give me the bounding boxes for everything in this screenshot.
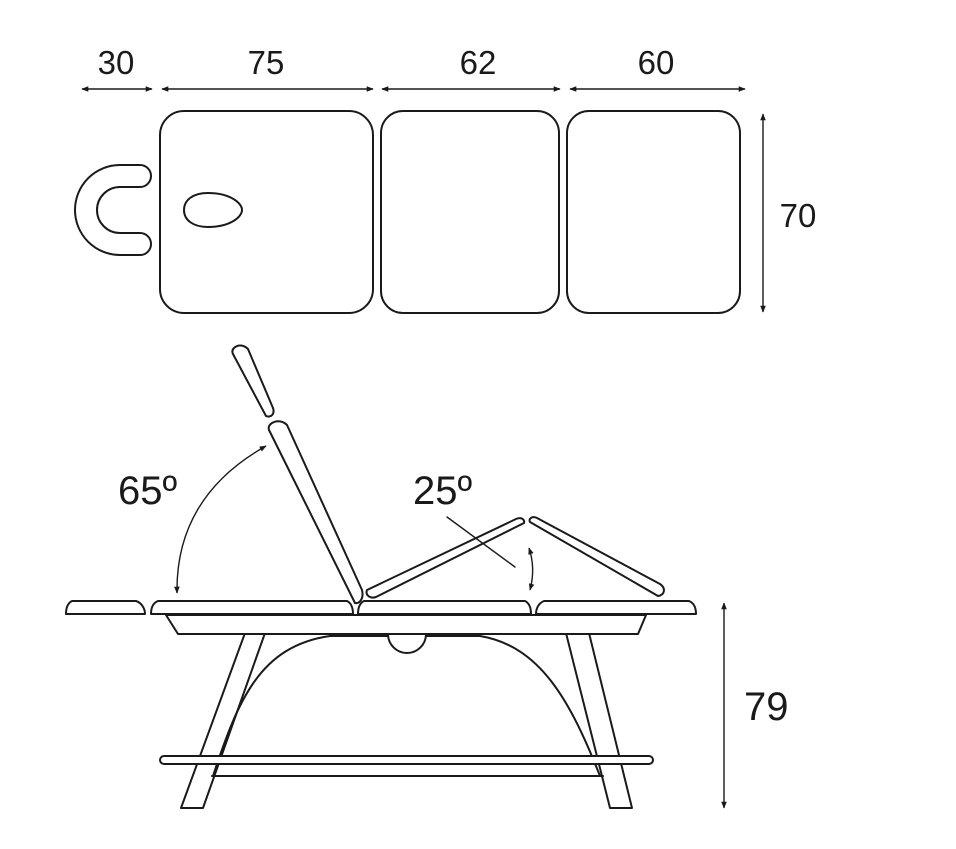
table-section-3-top — [566, 110, 741, 314]
backrest-head-cushion — [231, 344, 275, 418]
table-section-1-top — [159, 110, 374, 314]
dim-label-section-1: 75 — [248, 44, 285, 81]
under-frame — [165, 614, 647, 635]
dim-label-height: 79 — [744, 685, 789, 729]
angle-label-backrest: 65º — [118, 469, 177, 513]
dim-label-section-2: 62 — [460, 44, 497, 81]
headrest-side-view — [65, 600, 146, 615]
face-hole-icon — [183, 192, 243, 228]
backrest-raised — [267, 420, 364, 605]
backrest-angle-arc — [174, 445, 267, 594]
seat-section-3-side — [535, 600, 697, 615]
side-view: 65º 25º 79 — [65, 344, 789, 809]
headrest-top-view — [74, 164, 152, 256]
top-view: 30 75 62 60 70 — [74, 44, 817, 314]
dim-label-width: 70 — [780, 197, 817, 234]
dim-label-section-3: 60 — [638, 44, 675, 81]
frame-bump — [387, 633, 427, 654]
leg-section-raised-1 — [365, 517, 526, 599]
dim-label-head-section: 30 — [98, 44, 135, 81]
seat-section-2-side — [357, 600, 532, 615]
table-section-2-top — [380, 110, 560, 314]
leg-section-raised-2 — [528, 516, 665, 597]
seat-section-1-side — [150, 600, 354, 615]
leg-angle-pointer — [446, 516, 516, 568]
angle-label-leg-section: 25º — [413, 469, 472, 513]
leg-angle-arc — [528, 547, 535, 591]
left-leg — [180, 632, 266, 809]
bottom-crossbar — [159, 755, 654, 765]
